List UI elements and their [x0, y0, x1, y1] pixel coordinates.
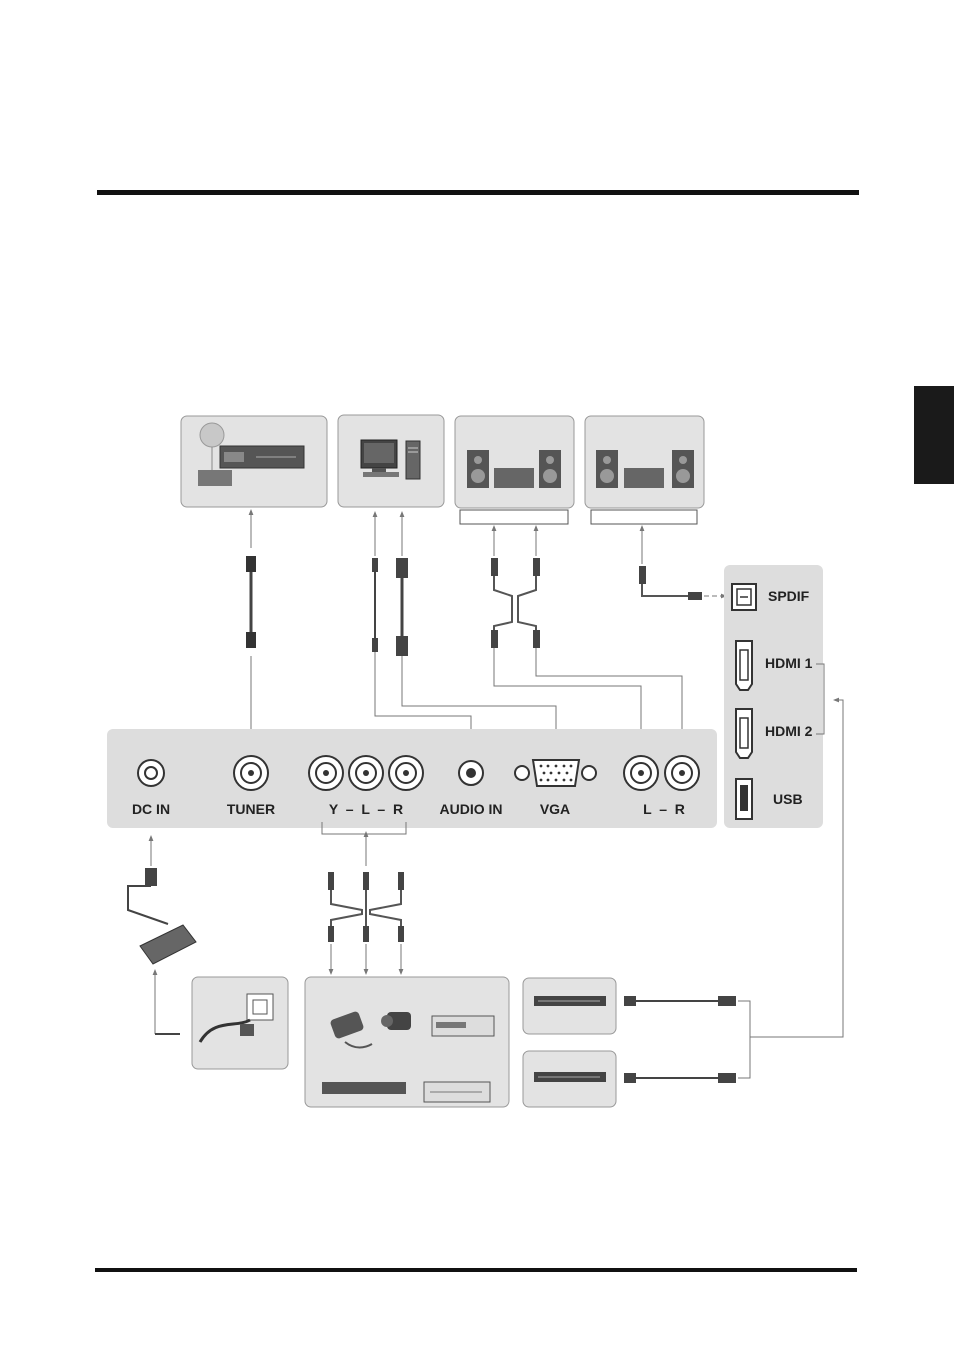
hdmi1-label: HDMI 1 [765, 655, 813, 671]
audio-out-l-port[interactable] [623, 755, 659, 791]
audio-out-label: L – R [643, 801, 685, 817]
hdmi2-port[interactable] [735, 708, 753, 759]
r-port[interactable] [388, 755, 424, 791]
power-adapter [127, 835, 197, 1035]
bottom-rule [95, 1268, 857, 1272]
dvd-player-2-box [522, 1050, 617, 1108]
satellite-receiver-box [180, 415, 328, 508]
hdmi1-port[interactable] [735, 640, 753, 691]
usb-label: USB [773, 791, 803, 807]
l-port[interactable] [348, 755, 384, 791]
audio-in-cable [372, 511, 474, 755]
back-panel: DC IN TUNER Y – L – R AUDIO IN VGA L – R [107, 729, 717, 828]
top-rule [97, 190, 859, 195]
usb-port[interactable] [735, 778, 753, 820]
tuner-label: TUNER [227, 801, 275, 817]
dc-in-label: DC IN [132, 801, 170, 817]
computer-box [337, 414, 445, 508]
spdif-cable [639, 525, 727, 600]
power-outlet-box [191, 976, 289, 1070]
chapter-tab [914, 386, 954, 484]
hdmi-cables [624, 697, 844, 1083]
dvd-player-1-box [522, 977, 617, 1035]
dc-in-port[interactable] [137, 759, 165, 787]
stereo-system-box [454, 415, 575, 525]
component-cable [321, 822, 407, 975]
spdif-label: SPDIF [768, 588, 810, 604]
av-devices-box [304, 976, 510, 1108]
audio-out-r-port[interactable] [664, 755, 700, 791]
stereo-system-digital-box [584, 415, 705, 525]
y-port[interactable] [308, 755, 344, 791]
side-panel: SPDIF HDMI 1 HDMI 2 USB [724, 565, 825, 828]
tuner-cable [246, 509, 256, 751]
audio-in-label: AUDIO IN [440, 801, 503, 817]
hdmi2-label: HDMI 2 [765, 723, 813, 739]
ypbpr-label: Y – L – R [329, 801, 403, 817]
spdif-port[interactable] [731, 583, 757, 611]
audio-in-port[interactable] [458, 760, 484, 786]
vga-label: VGA [540, 801, 570, 817]
tuner-port[interactable] [233, 755, 269, 791]
vga-port[interactable] [514, 759, 597, 787]
stereo-rca-cable [491, 525, 685, 755]
